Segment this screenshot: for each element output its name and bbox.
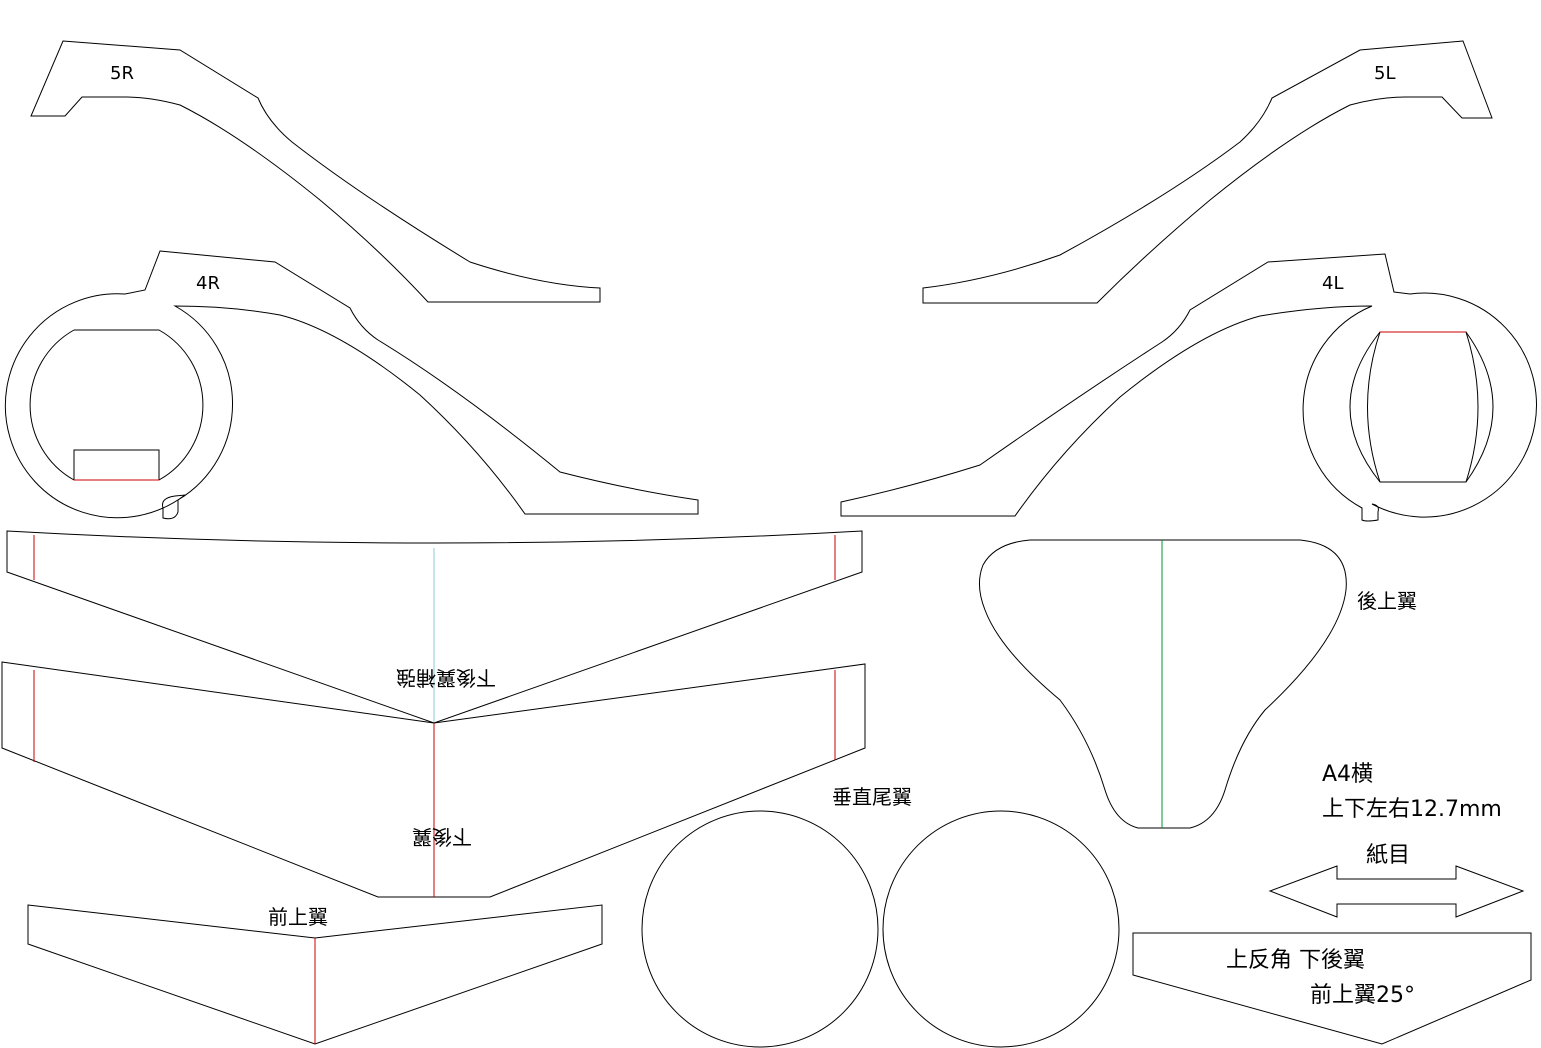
reinforcement-label: 下後翼補強 (396, 666, 496, 690)
part-5r: 5R (30, 40, 601, 303)
dihedral-gauge-outline (1132, 932, 1532, 1045)
part-5l-label: 5L (1374, 63, 1395, 84)
dihedral-gauge-line2: 前上翼25° (1310, 983, 1415, 1008)
print-notes: A4横 上下左右12.7mm 紙目 (1268, 762, 1525, 918)
lower-rear-wing-label: 下後翼 (412, 825, 472, 849)
paper-size-note: A4横 (1322, 762, 1373, 787)
part-lower-rear-wing-reinforcement: 下後翼補強 (6, 530, 863, 724)
part-4r-inner-ring (29, 329, 204, 481)
lower-rear-wing-outline (1, 661, 866, 898)
margins-note: 上下左右12.7mm (1322, 797, 1502, 822)
part-4l-inner-ring (1349, 331, 1494, 483)
front-upper-wing-label: 前上翼 (268, 905, 328, 929)
part-5l-outline (922, 40, 1493, 304)
vertical-tail-label: 垂直尾翼 (832, 785, 912, 809)
part-front-upper-wing: 前上翼 (27, 904, 603, 1045)
part-lower-rear-wing: 下後翼 (1, 661, 866, 898)
vertical-tail-disc-left (641, 810, 879, 1048)
part-4l: 4L (840, 253, 1537, 522)
part-rear-upper-wing: 後上翼 (979, 539, 1417, 829)
part-4r: 4R (4, 250, 699, 520)
paper-grain-double-arrow-icon (1268, 865, 1525, 918)
paper-grain-label: 紙目 (1366, 843, 1410, 868)
vertical-tail-disc-right (882, 810, 1120, 1048)
part-4l-inner-lens (1367, 331, 1479, 483)
part-5l: 5L (922, 40, 1493, 304)
part-dihedral-gauge: 上反角 下後翼 前上翼25° (1132, 932, 1532, 1045)
rear-upper-wing-label: 後上翼 (1357, 589, 1417, 613)
rear-upper-wing-outline (979, 539, 1347, 829)
part-vertical-tail: 垂直尾翼 (641, 785, 1120, 1048)
part-4r-outline (4, 250, 699, 520)
part-5r-outline (30, 40, 601, 303)
part-4l-label: 4L (1322, 273, 1343, 294)
part-4l-outline (840, 253, 1537, 522)
part-5r-label: 5R (110, 63, 134, 84)
reinforcement-outline (6, 530, 863, 724)
dihedral-gauge-line1: 上反角 下後翼 (1226, 948, 1365, 973)
part-4r-tab (73, 449, 160, 480)
part-4r-label: 4R (196, 273, 220, 294)
